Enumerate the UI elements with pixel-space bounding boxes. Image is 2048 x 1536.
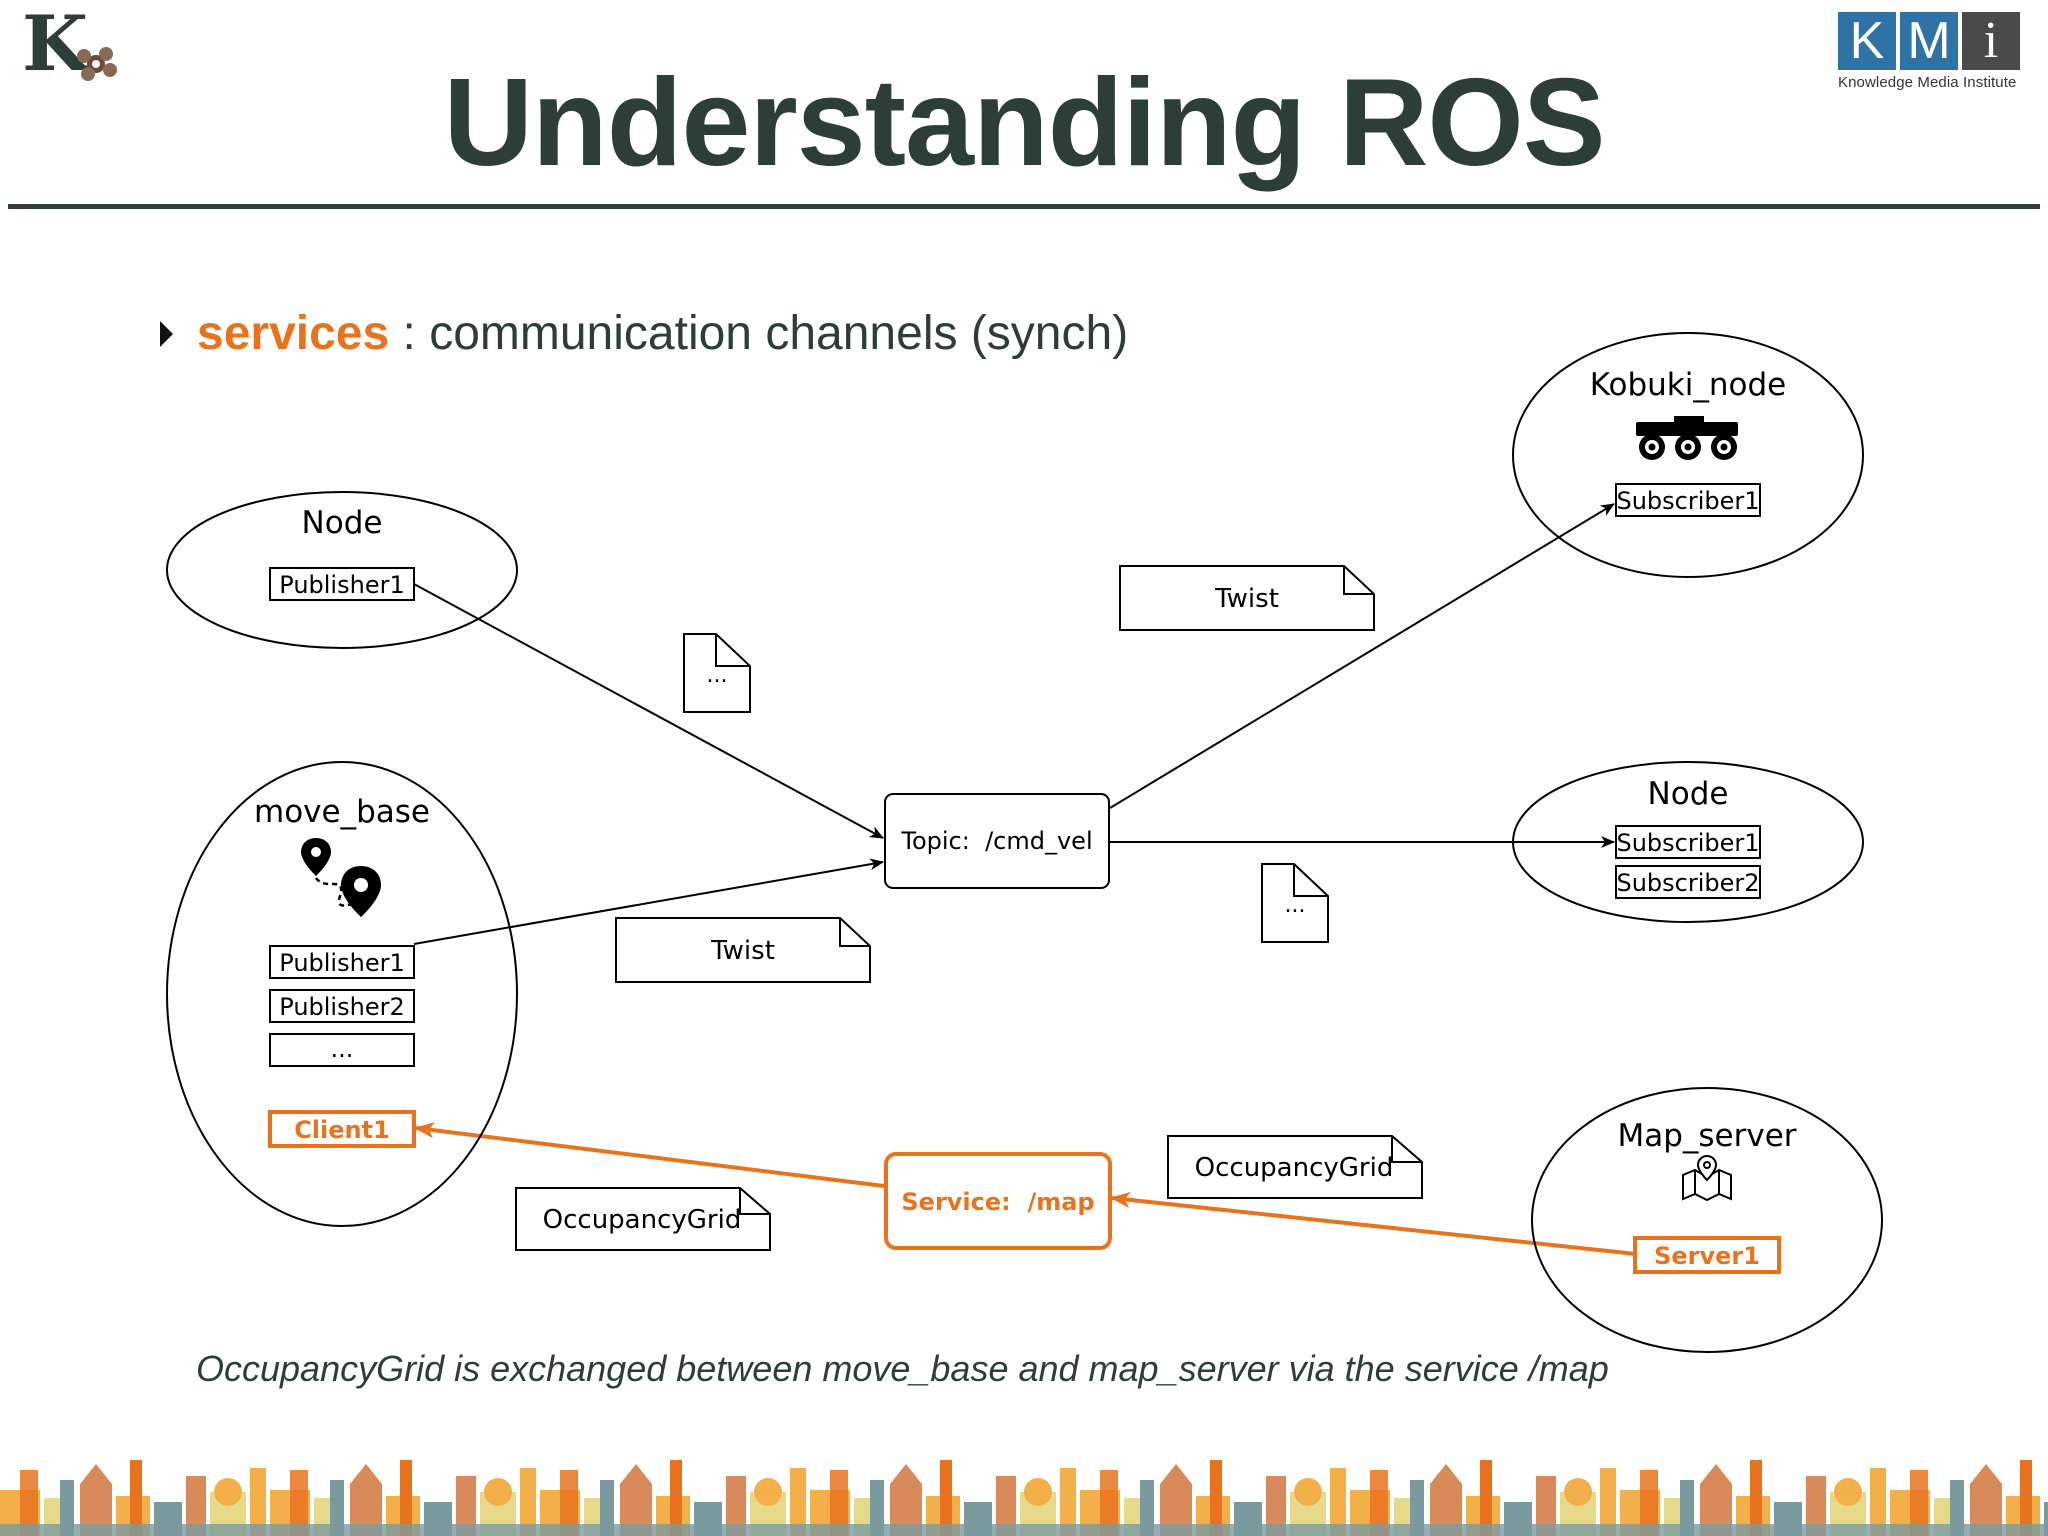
map-server-label: Map_server (1617, 1118, 1796, 1154)
note-dots-right (1261, 863, 1329, 943)
server-box (1633, 1236, 1781, 1274)
note-twist-mid-label: Twist (710, 936, 775, 966)
note-dots-top (683, 633, 751, 713)
node-right-subscriber1-label: Subscriber1 (1616, 829, 1759, 857)
service-box (884, 1152, 1112, 1250)
node-right-label: Node (1648, 776, 1729, 812)
move-base-more-label: ... (331, 1035, 354, 1063)
bullet-keyword: services (197, 307, 390, 360)
city-skyline-decoration (0, 1460, 2048, 1536)
move-base-ellipse (166, 761, 518, 1227)
title-divider (8, 204, 2040, 209)
client-box (268, 1110, 416, 1148)
note-occ-left-label: OccupancyGrid (543, 1205, 742, 1235)
node-right-subscriber2-box (1615, 865, 1761, 899)
service-label: Service: /map (901, 1188, 1094, 1216)
kmi-letter-m: M (1900, 12, 1958, 70)
kobuki-subscriber-box (1615, 483, 1761, 517)
logo-letter: K (22, 0, 89, 88)
note-occ-left (515, 1187, 771, 1251)
move-base-more-box (269, 1033, 415, 1067)
map-icon (1682, 1154, 1732, 1202)
kmi-logo: K M i Knowledge Media Institute (1838, 12, 2034, 96)
note-dots-top-label: ... (707, 663, 728, 688)
kmi-letter-k: K (1838, 12, 1896, 70)
note-occ-right (1167, 1135, 1423, 1199)
node-top-ellipse (166, 491, 518, 649)
left-logo: K (22, 6, 117, 94)
node-right-subscriber1-box (1615, 825, 1761, 859)
note-occ-right-label: OccupancyGrid (1195, 1153, 1394, 1183)
kobuki-subscriber-label: Subscriber1 (1616, 487, 1759, 515)
move-base-label: move_base (254, 794, 430, 830)
node-right-subscriber2-label: Subscriber2 (1616, 869, 1759, 897)
kmi-letter-i: i (1962, 12, 2020, 70)
slide-title: Understanding ROS (443, 54, 1605, 192)
edge-topic-kobuki (1109, 503, 1615, 809)
edge-service-client (414, 1122, 885, 1188)
bullet-triangle-icon (160, 320, 173, 347)
edge-mb-publisher1-topic (413, 858, 884, 945)
move-base-publisher2-label: Publisher2 (279, 993, 404, 1021)
kmi-subtitle: Knowledge Media Institute (1838, 74, 2017, 91)
move-base-publisher2-box (269, 989, 415, 1023)
kobuki-label: Kobuki_node (1590, 367, 1787, 403)
topic-box (884, 793, 1110, 889)
server-label: Server1 (1654, 1242, 1760, 1270)
move-base-publisher1-box (269, 945, 415, 979)
node-top-label: Node (302, 505, 383, 541)
edge-publisher1-topic (413, 583, 884, 839)
node-top-publisher-label: Publisher1 (279, 571, 404, 599)
bullet-text: : communication channels (synch) (389, 307, 1129, 360)
robot-icon (1636, 416, 1738, 460)
slide-caption: OccupancyGrid is exchanged between move_… (196, 1348, 1609, 1389)
bullet-point: services : communication channels (synch… (160, 306, 1128, 361)
move-base-publisher1-label: Publisher1 (279, 949, 404, 977)
topic-label: Topic: /cmd_vel (900, 827, 1092, 855)
note-twist-mid (615, 917, 871, 983)
flower-icon (77, 47, 117, 81)
edge-server-service (1110, 1191, 1637, 1256)
node-right-ellipse (1512, 761, 1864, 923)
note-dots-right-label: ... (1285, 893, 1306, 918)
note-twist-top (1119, 565, 1375, 631)
map-server-ellipse (1531, 1087, 1883, 1353)
kobuki-ellipse (1512, 332, 1864, 578)
client-label: Client1 (294, 1116, 390, 1144)
route-icon (301, 838, 381, 917)
note-twist-top-label: Twist (1214, 584, 1279, 614)
node-top-publisher-box (269, 567, 415, 601)
